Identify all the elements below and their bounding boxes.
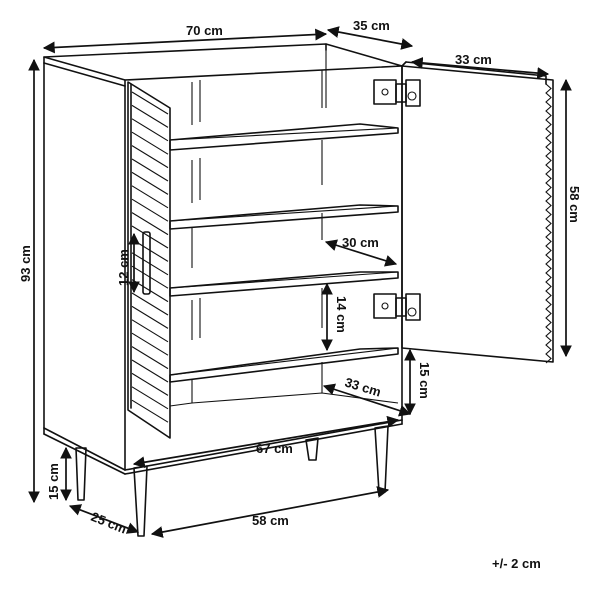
dimension-lines — [28, 26, 572, 538]
door-slat — [131, 131, 169, 155]
door-slat — [131, 346, 169, 370]
door-slat — [131, 91, 169, 115]
door-slat — [131, 305, 169, 329]
label-shelf-depth: 30 cm — [342, 235, 379, 250]
door-slat — [131, 171, 169, 195]
shelf-2 — [169, 204, 399, 230]
door-slat — [131, 386, 169, 410]
door-slat — [131, 319, 169, 343]
label-width: 70 cm — [186, 23, 223, 38]
tolerance-note: +/- 2 cm — [492, 556, 541, 571]
label-leg-height: 15 cm — [46, 463, 61, 500]
label-height: 93 cm — [18, 245, 33, 282]
door-edge-profile — [545, 83, 552, 364]
door-slat — [131, 292, 169, 316]
door-slat — [131, 104, 169, 128]
door-slat — [131, 118, 169, 142]
right-door — [401, 61, 554, 364]
leg-front-center — [133, 465, 148, 537]
leg-front-left — [75, 447, 87, 501]
hinge-icon — [373, 293, 421, 321]
label-bottom-depth: 33 cm — [343, 375, 383, 400]
shelf-1 — [169, 123, 399, 151]
hinge-icon — [373, 79, 421, 107]
label-inner-width: 67 cm — [256, 441, 293, 456]
label-leg-depth: 25 cm — [89, 509, 129, 537]
door-slat — [131, 359, 169, 383]
label-handle-length: 12 cm — [116, 249, 131, 286]
cabinet-body — [43, 43, 403, 475]
shelf-3 — [169, 271, 399, 297]
label-bottom-shelf-height: 15 cm — [417, 362, 432, 399]
label-depth: 35 cm — [353, 18, 390, 33]
door-slat — [131, 212, 169, 236]
label-leg-span: 58 cm — [252, 513, 289, 528]
door-slat — [131, 158, 169, 182]
label-door-height: 58 cm — [567, 186, 582, 223]
door-edge-teeth — [545, 83, 552, 364]
door-slat — [131, 399, 169, 423]
door-slat — [131, 145, 169, 169]
leg-front-right — [374, 425, 389, 493]
door-slat — [131, 372, 169, 396]
door-slat — [131, 185, 169, 209]
shelf-4 — [169, 347, 399, 383]
door-slat — [131, 332, 169, 356]
label-shelf-gap: 14 cm — [334, 296, 349, 333]
door-handle — [142, 231, 151, 295]
label-door-width: 33 cm — [455, 52, 492, 67]
door-slat — [131, 198, 169, 222]
door-slats — [131, 91, 169, 423]
